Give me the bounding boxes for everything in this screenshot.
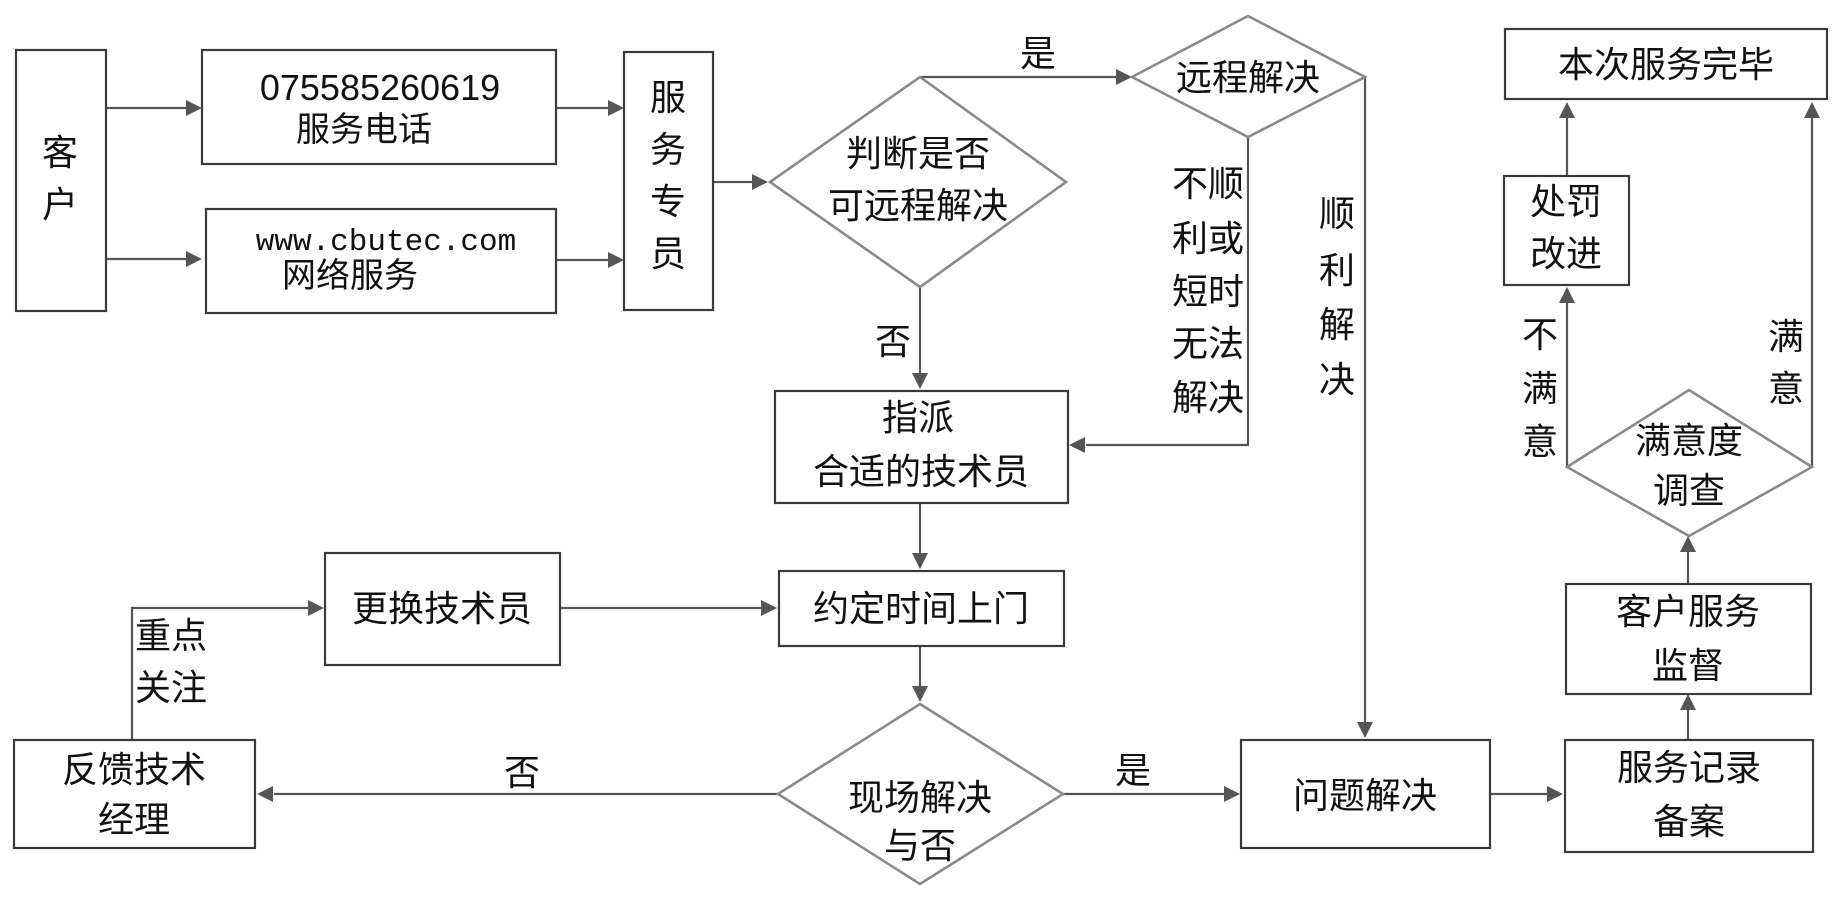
label-line: 无法 — [1172, 324, 1244, 365]
label-satisfied: 满 意 — [1768, 317, 1804, 410]
label-focus: 重点 关注 — [135, 616, 207, 709]
node-text: 问题解决 — [1293, 776, 1437, 817]
node-text: 服务记录 — [1617, 748, 1761, 789]
node-text: 更换技术员 — [352, 589, 532, 630]
arrowhead — [912, 686, 928, 702]
arrowhead — [608, 100, 624, 116]
phone-service-node: 075585260619 服务电话 — [200, 48, 558, 166]
label-line: 解决 — [1172, 378, 1244, 419]
label-line: 不 — [1522, 315, 1558, 356]
label-no-remote: 否 — [875, 322, 911, 363]
arrowhead — [1116, 69, 1132, 85]
arrowhead — [761, 600, 777, 616]
label-line: 不顺 — [1172, 164, 1244, 205]
node-text: 远程解决 — [1176, 58, 1320, 99]
node-text: 与否 — [884, 826, 956, 867]
node-text: 客户服务 — [1616, 592, 1760, 633]
feedback-manager-node: 反馈技术 经理 — [12, 738, 257, 850]
connectors — [106, 69, 1820, 802]
service-record-node: 服务记录 备案 — [1563, 738, 1815, 854]
label-yes-remote: 是 — [1020, 34, 1056, 75]
label-not-smooth: 不顺 利或 短时 无法 解决 — [1172, 164, 1244, 419]
node-text: 服 — [650, 78, 686, 119]
node-text: 备案 — [1653, 802, 1725, 843]
edge-feedback-replace — [130, 606, 308, 740]
node-text: 处罚 — [1530, 182, 1602, 223]
arrowhead — [1559, 102, 1575, 118]
label-unsatisfied: 不 满 意 — [1522, 315, 1558, 463]
label-line: 关注 — [135, 668, 207, 709]
node-text: 指派 — [882, 398, 954, 439]
schedule-visit-node: 约定时间上门 — [777, 569, 1066, 648]
arrowhead — [752, 174, 768, 190]
label-yes-onsite: 是 — [1115, 751, 1151, 792]
arrowhead — [1680, 694, 1696, 710]
node-text: 务 — [650, 130, 686, 171]
label-line: 解 — [1319, 305, 1355, 346]
node-text: 改进 — [1530, 234, 1602, 275]
arrowhead — [1680, 536, 1696, 552]
onsite-decision-diamond: 现场解决 与否 — [775, 702, 1066, 886]
arrowhead — [912, 373, 928, 389]
label-no-onsite: 否 — [504, 753, 540, 794]
remote-decision-diamond: 判断是否 可远程解决 — [767, 75, 1069, 289]
label-line: 重点 — [135, 616, 207, 657]
satisfaction-survey-diamond: 满意度 调查 — [1564, 388, 1815, 538]
arrowhead — [186, 100, 202, 116]
node-text: 经理 — [98, 800, 170, 841]
service-complete-node: 本次服务完毕 — [1503, 27, 1829, 101]
arrowhead — [308, 600, 324, 616]
label-line: 顺 — [1319, 194, 1355, 235]
website-url: www.cbutec.com — [256, 225, 516, 260]
customer-node: 客 户 — [14, 48, 108, 313]
node-text: 员 — [650, 234, 686, 275]
label-line: 决 — [1319, 360, 1355, 401]
node-text: 专 — [650, 182, 686, 223]
service-specialist-node: 服 务 专 员 — [622, 50, 715, 312]
node-text: 反馈技术 — [62, 750, 206, 791]
customer-supervision-node: 客户服务 监督 — [1564, 582, 1813, 696]
node-text: 本次服务完毕 — [1558, 45, 1774, 86]
web-service-node: www.cbutec.com 网络服务 — [204, 207, 558, 315]
node-text: 网络服务 — [282, 256, 418, 296]
arrowhead — [1069, 437, 1085, 453]
arrowhead — [1804, 102, 1820, 118]
node-text: 满意度 — [1635, 421, 1743, 462]
edge-remote-assign — [1086, 137, 1250, 447]
replace-technician-node: 更换技术员 — [323, 551, 562, 667]
problem-solved-node: 问题解决 — [1239, 738, 1492, 850]
node-text: 判断是否 — [846, 134, 990, 175]
label-line: 利 — [1319, 251, 1355, 292]
node-text: 可远程解决 — [828, 186, 1008, 227]
node-text: 现场解决 — [848, 778, 992, 819]
arrowhead — [912, 553, 928, 569]
arrowhead — [257, 786, 273, 802]
label-line: 满 — [1522, 369, 1558, 410]
node-text: 户 — [42, 185, 78, 226]
arrowhead — [1547, 786, 1563, 802]
node-text: 调查 — [1653, 471, 1725, 512]
arrowhead — [1224, 786, 1240, 802]
arrowhead — [1559, 287, 1575, 303]
phone-number: 075585260619 — [260, 67, 500, 108]
label-line: 短时 — [1172, 272, 1244, 313]
arrowhead — [1357, 722, 1373, 738]
arrowhead — [608, 252, 624, 268]
label-smooth-solved: 顺 利 解 决 — [1319, 194, 1355, 401]
node-text: 客 — [42, 133, 78, 174]
arrowhead — [186, 251, 202, 267]
node-text: 合适的技术员 — [813, 452, 1029, 493]
remote-solve-diamond: 远程解决 — [1129, 14, 1368, 139]
node-text: 约定时间上门 — [813, 589, 1029, 630]
edge-labels: 是 否 不顺 利或 短时 无法 解决 顺 利 解 决 重点 关注 否 是 不 满… — [135, 34, 1804, 794]
label-line: 意 — [1522, 422, 1558, 463]
label-line: 满 — [1768, 317, 1804, 358]
label-line: 利或 — [1172, 219, 1244, 260]
assign-technician-node: 指派 合适的技术员 — [773, 389, 1070, 505]
node-text: 监督 — [1652, 646, 1724, 687]
node-text: 服务电话 — [296, 110, 432, 150]
penalty-improve-node: 处罚 改进 — [1502, 174, 1631, 287]
label-line: 意 — [1768, 369, 1804, 410]
